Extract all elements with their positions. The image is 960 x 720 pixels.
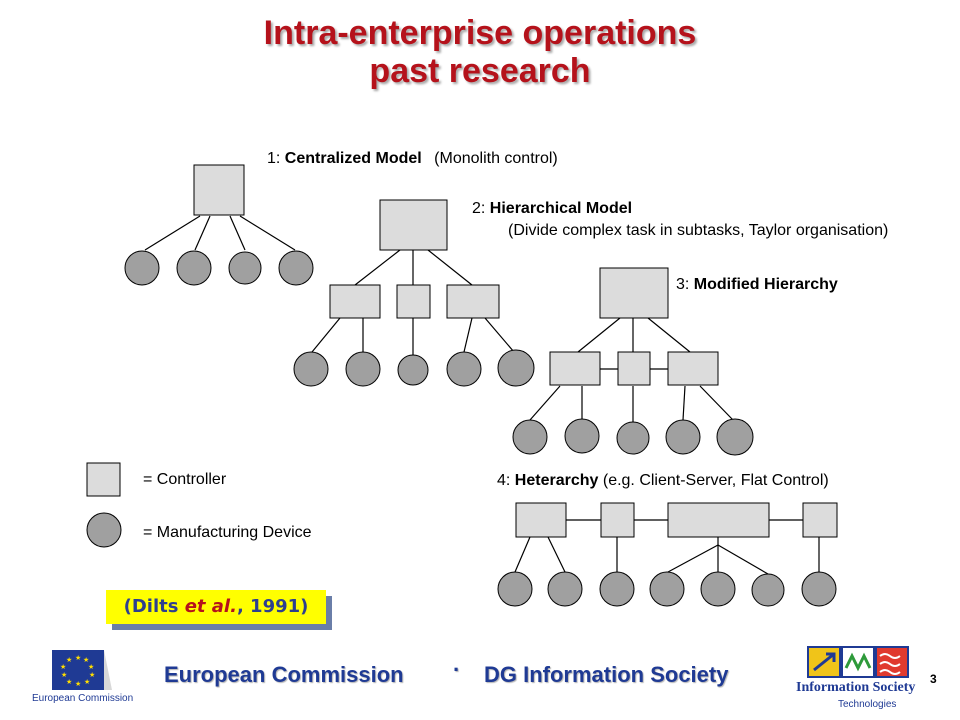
title-line-2: past research xyxy=(369,52,591,90)
controller-node xyxy=(396,284,431,319)
device-node xyxy=(228,251,262,285)
heterarchy-model xyxy=(497,502,838,607)
controller-node xyxy=(802,502,838,538)
svg-text:★: ★ xyxy=(66,678,72,686)
device-node xyxy=(599,571,635,607)
model-2-number: 2: xyxy=(472,200,486,217)
legend-device-label: = Manufacturing Device xyxy=(143,524,312,541)
legend-device-shape xyxy=(86,512,122,548)
model-4-label: 4: Heterarchy (e.g. Client-Server, Flat … xyxy=(497,472,829,490)
device-node xyxy=(497,571,533,607)
device-node xyxy=(497,349,535,387)
model-2-note: (Divide complex task in subtasks, Taylor… xyxy=(508,222,889,239)
device-node xyxy=(751,573,785,607)
svg-text:★: ★ xyxy=(61,671,67,679)
svg-text:★: ★ xyxy=(84,678,90,686)
centralized-model xyxy=(124,164,314,286)
controller-node xyxy=(549,351,601,386)
controller-node xyxy=(600,502,635,538)
svg-text:★: ★ xyxy=(89,671,95,679)
device-node xyxy=(801,571,837,607)
european-commission-logo: ★★★ ★★★ ★★★ ★ xyxy=(52,650,112,690)
modified-hierarchy-model xyxy=(512,267,754,456)
citation-open: (Dilts xyxy=(123,596,185,617)
ist-logo-text: Information Society xyxy=(796,680,916,695)
information-society-logo xyxy=(807,646,909,678)
model-3-number: 3: xyxy=(676,276,690,293)
model-1-label: 1: Centralized Model (Monolith control) xyxy=(267,150,558,168)
citation-box: (Dilts et al., 1991) xyxy=(106,590,326,624)
ec-logo-text: European Commission xyxy=(32,693,134,704)
controller-node xyxy=(667,502,770,538)
svg-text:★: ★ xyxy=(75,654,81,662)
device-node xyxy=(397,354,429,386)
device-node xyxy=(665,419,701,455)
footer-separator: · xyxy=(453,657,461,682)
footer-right: DG Information Society xyxy=(484,662,729,687)
model-1-name: Centralized Model xyxy=(284,150,422,167)
controller-node xyxy=(446,284,500,319)
title-line-1: Intra-enterprise operations xyxy=(263,14,697,52)
model-3-name: Modified Hierarchy xyxy=(693,276,838,293)
legend-controller-label: = Controller xyxy=(143,471,227,488)
controller-node xyxy=(515,502,567,538)
svg-text:★: ★ xyxy=(88,663,94,671)
model-3-label: 3: Modified Hierarchy xyxy=(676,276,838,294)
svg-text:★: ★ xyxy=(60,663,66,671)
controller-node xyxy=(379,199,448,251)
controller-node xyxy=(667,351,719,386)
controller-node xyxy=(599,267,669,319)
device-node xyxy=(649,571,685,607)
svg-text:★: ★ xyxy=(75,680,81,688)
ist-logo-sub: Technologies xyxy=(838,699,897,710)
device-node xyxy=(278,250,314,286)
device-node xyxy=(512,419,548,455)
device-node xyxy=(564,418,600,454)
model-4-name: Heterarchy xyxy=(514,472,599,489)
device-node xyxy=(616,421,650,455)
citation-etal: et al. xyxy=(184,596,237,617)
device-node xyxy=(716,418,754,456)
model-4-number: 4: xyxy=(497,472,511,489)
legend-controller-shape xyxy=(86,462,121,497)
device-node xyxy=(176,250,212,286)
model-4-note: (e.g. Client-Server, Flat Control) xyxy=(602,472,829,489)
model-1-number: 1: xyxy=(267,150,281,167)
device-node xyxy=(700,571,736,607)
device-node xyxy=(446,351,482,387)
device-node xyxy=(547,571,583,607)
page-number: 3 xyxy=(930,672,937,686)
device-node xyxy=(124,250,160,286)
citation-rest: , 1991) xyxy=(236,596,309,617)
svg-text:★: ★ xyxy=(83,656,89,664)
model-1-note: (Monolith control) xyxy=(434,150,558,167)
controller-node xyxy=(617,351,651,386)
hierarchical-model xyxy=(293,199,535,387)
device-node xyxy=(345,351,381,387)
controller-node xyxy=(193,164,245,216)
model-2-label: 2: Hierarchical Model xyxy=(472,200,632,218)
device-node xyxy=(293,351,329,387)
controller-node xyxy=(329,284,381,319)
footer-left: European Commission xyxy=(164,662,404,687)
svg-text:★: ★ xyxy=(66,656,72,664)
model-2-name: Hierarchical Model xyxy=(489,200,633,217)
